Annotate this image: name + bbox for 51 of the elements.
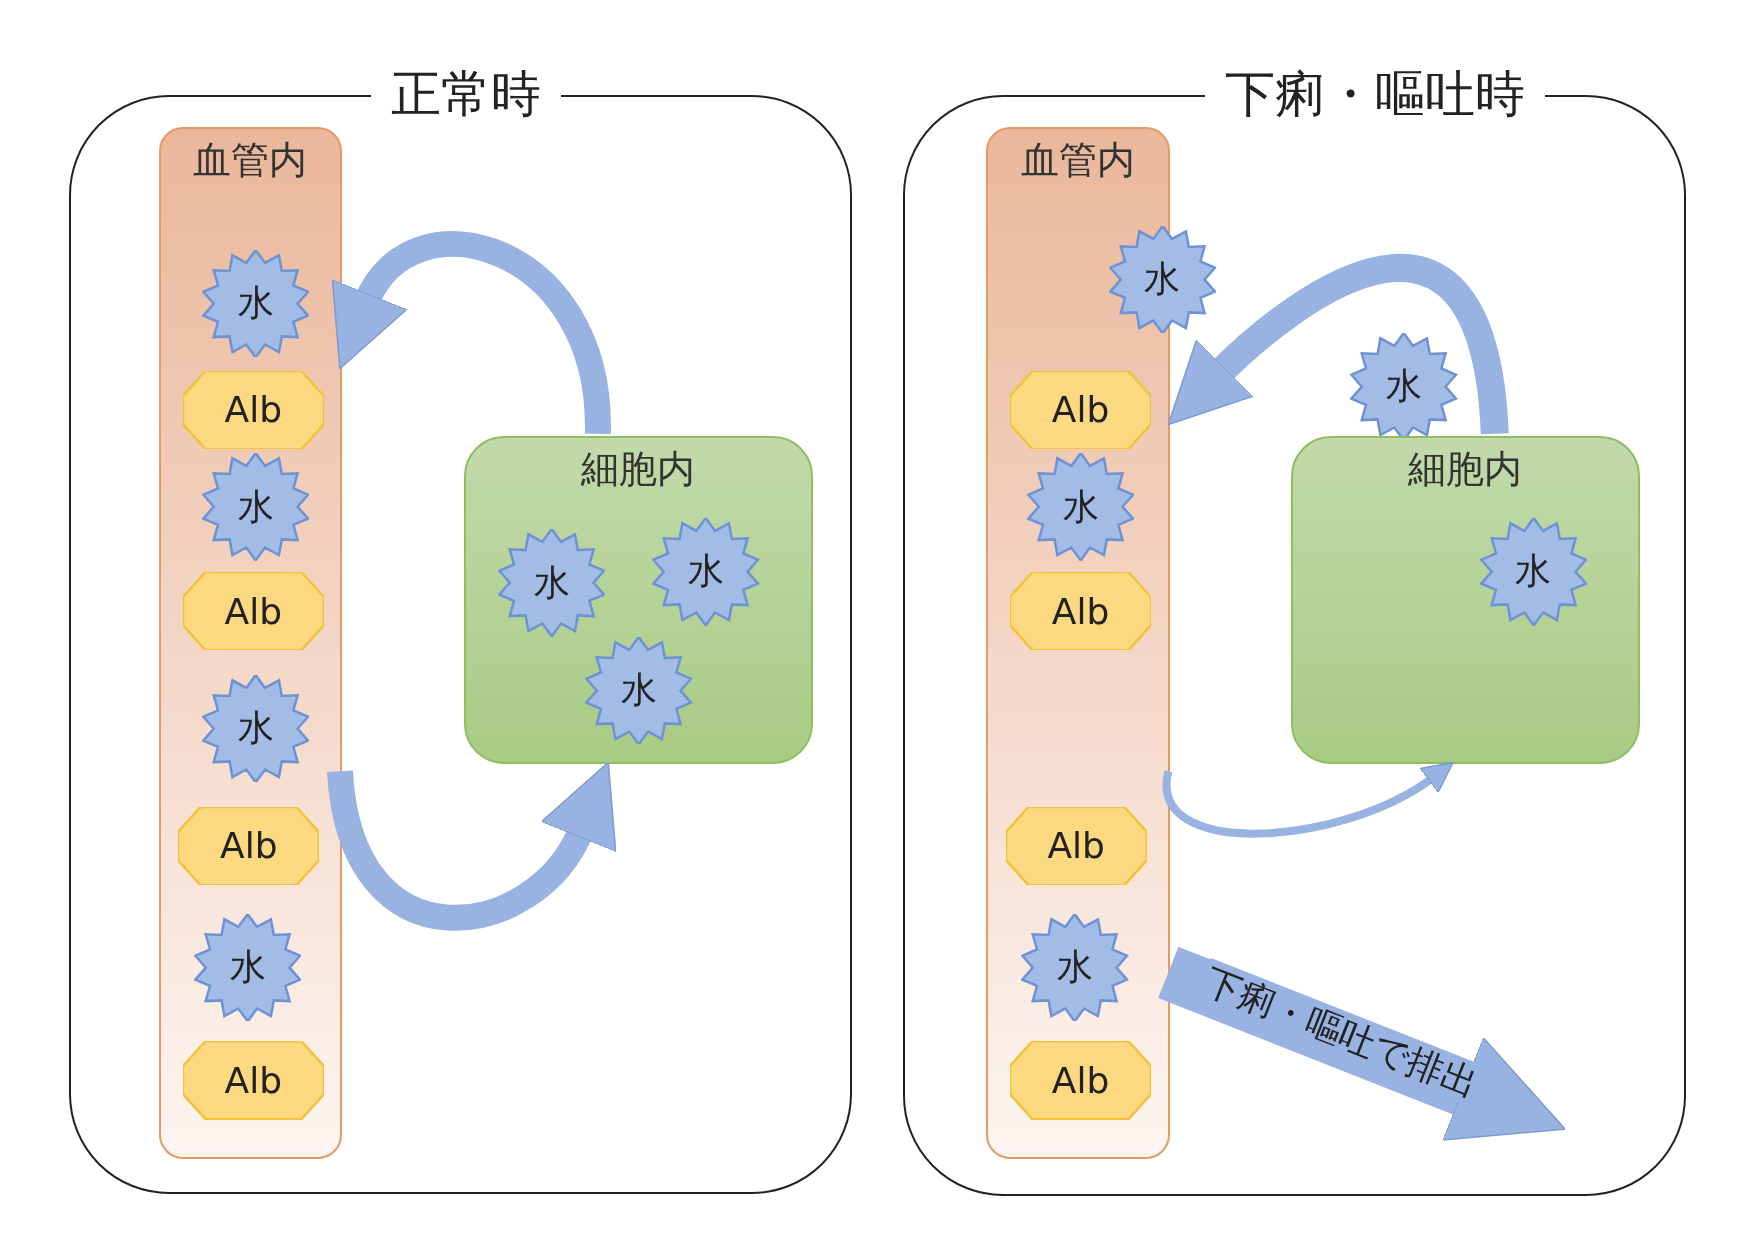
water-label: 水: [236, 705, 275, 750]
water-label: 水: [236, 484, 275, 529]
water-label: 水: [1056, 945, 1094, 990]
albumin-label: Alb: [223, 388, 284, 433]
vessel-label: 血管内: [1020, 137, 1137, 185]
water-label: 水: [1061, 484, 1100, 529]
arrow: [327, 765, 617, 931]
water-label: 水: [1384, 364, 1423, 409]
albumin-octagon: [178, 806, 320, 885]
cell-box: [1291, 435, 1640, 765]
vessel-label: 血管内: [192, 137, 309, 185]
vessel-band: [158, 127, 342, 1160]
albumin-octagon: [182, 571, 324, 651]
albumin-label: Alb: [1050, 388, 1111, 433]
albumin-octagon: [1010, 370, 1152, 449]
cell-label: 細胞内: [1407, 445, 1524, 493]
albumin-label: Alb: [1046, 824, 1106, 869]
water-label: 水: [532, 560, 571, 605]
water-label: 水: [1514, 549, 1553, 594]
arrow: [330, 231, 611, 435]
water-star: [201, 674, 310, 783]
albumin-octagon: [182, 1041, 324, 1120]
water-star: [201, 249, 310, 358]
arrow: [1163, 763, 1455, 838]
water-star: [652, 518, 760, 626]
arrow: [1166, 254, 1509, 436]
albumin-label: Alb: [1050, 589, 1111, 634]
water-label: 水: [236, 281, 275, 326]
water-star: [1026, 453, 1135, 561]
water-star: [201, 453, 310, 561]
water-label: 水: [620, 667, 658, 712]
albumin-octagon: [182, 370, 324, 449]
albumin-octagon: [1010, 1041, 1152, 1120]
cell-label: 細胞内: [580, 445, 697, 493]
albumin-label: Alb: [223, 1059, 284, 1104]
cell-box: [463, 435, 813, 765]
water-star: [498, 529, 606, 637]
albumin-label: Alb: [223, 589, 284, 634]
arrow: [1158, 946, 1566, 1141]
water-label: 水: [1143, 256, 1182, 301]
albumin-octagon: [1010, 571, 1152, 651]
water-star: [585, 636, 693, 745]
albumin-label: Alb: [1050, 1059, 1111, 1104]
water-label: 水: [687, 549, 726, 594]
albumin-label: Alb: [219, 824, 279, 869]
water-label: 水: [228, 945, 267, 990]
water-star: [1108, 225, 1217, 333]
water-star: [1479, 518, 1588, 626]
water-star: [194, 914, 302, 1022]
water-star: [1021, 914, 1129, 1022]
albumin-octagon: [1005, 806, 1147, 885]
